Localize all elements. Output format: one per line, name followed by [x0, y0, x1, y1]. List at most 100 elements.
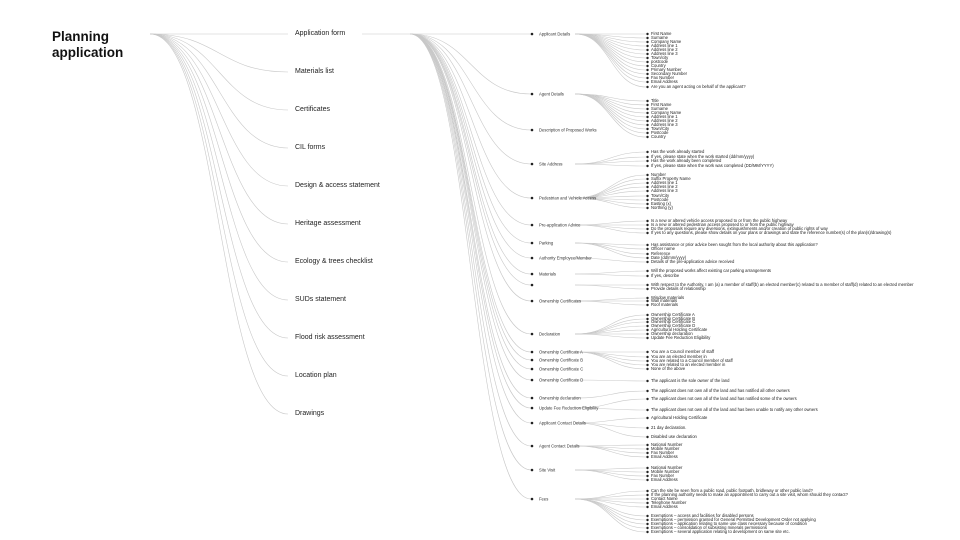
leaf-label: Wall materials [651, 297, 678, 303]
leaf-label: You are a Council member of staff [651, 348, 715, 354]
leaf-dot [646, 336, 649, 340]
section-label: Ownership Certificate D [539, 377, 584, 383]
leaf-label: Address line 1 [651, 113, 678, 119]
leaf-dot [646, 202, 649, 206]
leaf-label: Email Address [651, 453, 678, 459]
leaf-dot [646, 320, 649, 324]
leaf-dot [646, 185, 649, 189]
section-dot [530, 272, 534, 276]
leaf-label: Address line 3 [651, 121, 678, 127]
section-dot [530, 332, 534, 336]
leaf-dot [646, 501, 649, 505]
leaf-dot [646, 72, 649, 76]
leaf-dot [646, 164, 649, 168]
leaf-dot [646, 332, 649, 336]
leaf-dot [646, 177, 649, 181]
section-dot [530, 468, 534, 472]
leaf-dot [646, 219, 649, 223]
leaf-dot [646, 451, 649, 455]
leaf-label: Mobile Number [651, 445, 680, 451]
leaf-dot [646, 247, 649, 251]
section-dot [530, 444, 534, 448]
leaf-dot [646, 231, 649, 235]
leaf-label: Ownership declaration [651, 330, 693, 336]
leaf-dot [646, 260, 649, 264]
section-dot [530, 367, 534, 371]
section-dot [530, 358, 534, 362]
leaf-dot [646, 408, 649, 412]
leaf-label: Address line 3 [651, 187, 678, 193]
leaf-dot [646, 299, 649, 303]
leaf-dot [646, 296, 649, 300]
leaf-dot [646, 505, 649, 509]
section-label: Applicant Details [539, 31, 571, 37]
leaf-label: Has the work already started [651, 148, 705, 154]
leaf-dot [646, 227, 649, 231]
leaf-dot [646, 123, 649, 127]
leaf-label: If yes, please state when the work start… [651, 153, 755, 159]
section-dot [530, 223, 534, 227]
leaf-dot [646, 80, 649, 84]
leaf-dot [646, 478, 649, 482]
leaf-label: If yes, describe [651, 272, 680, 278]
leaf-label: Roof materials [651, 301, 678, 307]
leaf-label: The applicant does not own all of the la… [651, 395, 797, 401]
section-label: Agent Contact Details [539, 443, 580, 449]
leaf-dot [646, 40, 649, 44]
leaf-dot [646, 397, 649, 401]
leaf-dot [646, 443, 649, 447]
leaf-dot [646, 206, 649, 210]
leaf-label: Exemptions – permission granted for Gene… [651, 516, 816, 522]
leaf-label: Address line 2 [651, 117, 678, 123]
leaf-label: Surname [651, 34, 668, 40]
section-dot [530, 378, 534, 382]
leaf-label: If yes, please state when the work was c… [651, 162, 774, 168]
section-label: Applicant Contact Details [539, 420, 586, 426]
leaf-dot [646, 194, 649, 198]
leaf-label: Contact Name [651, 495, 678, 501]
leaf-label: Fax Number [651, 449, 675, 455]
leaf-label: Email Address [651, 503, 678, 509]
leaf-label: First Name [651, 101, 672, 107]
leaf-dot [646, 379, 649, 383]
leaf-dot [646, 68, 649, 72]
leaf-dot [646, 198, 649, 202]
leaf-label: Window materials [651, 294, 685, 300]
leaf-label: Exemptions – application relating to sam… [651, 520, 807, 526]
section-label: Ownership Certificates [539, 298, 582, 304]
leaf-label: Easting (x) [651, 200, 672, 206]
leaf-label: Ownership Certificate D [651, 322, 696, 328]
leaf-dot [646, 52, 649, 56]
leaf-label: If yes to any questions, please show det… [651, 229, 892, 235]
leaf-label: Country [651, 133, 666, 139]
leaf-dot [646, 435, 649, 439]
leaf-dot [646, 189, 649, 193]
leaf-dot [646, 447, 649, 451]
leaf-label: You are related to a Council member of s… [651, 357, 733, 363]
leaf-label: Town/City [651, 192, 670, 198]
section-label: Ownership Certificate A [539, 349, 583, 355]
leaf-label: Officer name [651, 245, 675, 251]
leaf-label: If the planning authority needs to make … [651, 491, 848, 497]
leaf-label: Secondary Number [651, 70, 688, 76]
leaf-label: You are related to an elected member in [651, 361, 726, 367]
leaf-dot [646, 99, 649, 103]
leaf-label: Fax Number [651, 74, 675, 80]
leaf-dot [646, 474, 649, 478]
leaf-label: postcode [651, 58, 668, 64]
leaf-dot [646, 115, 649, 119]
leaf-dot [646, 243, 649, 247]
category-label: Materials list [295, 68, 334, 75]
leaf-dot [646, 159, 649, 163]
section-label: Authority Employee/Member [539, 255, 592, 261]
leaf-label: Disabled use declaration [651, 433, 697, 439]
section-dot [530, 241, 534, 245]
leaf-label: Postcode [651, 129, 669, 135]
leaf-dot [646, 103, 649, 107]
leaf-label: Exemptions – several application relatin… [651, 528, 790, 534]
leaf-label: Surname [651, 105, 668, 111]
leaf-dot [646, 150, 649, 154]
leaf-label: First Name [651, 30, 672, 36]
category-label: SUDs statement [295, 296, 346, 303]
